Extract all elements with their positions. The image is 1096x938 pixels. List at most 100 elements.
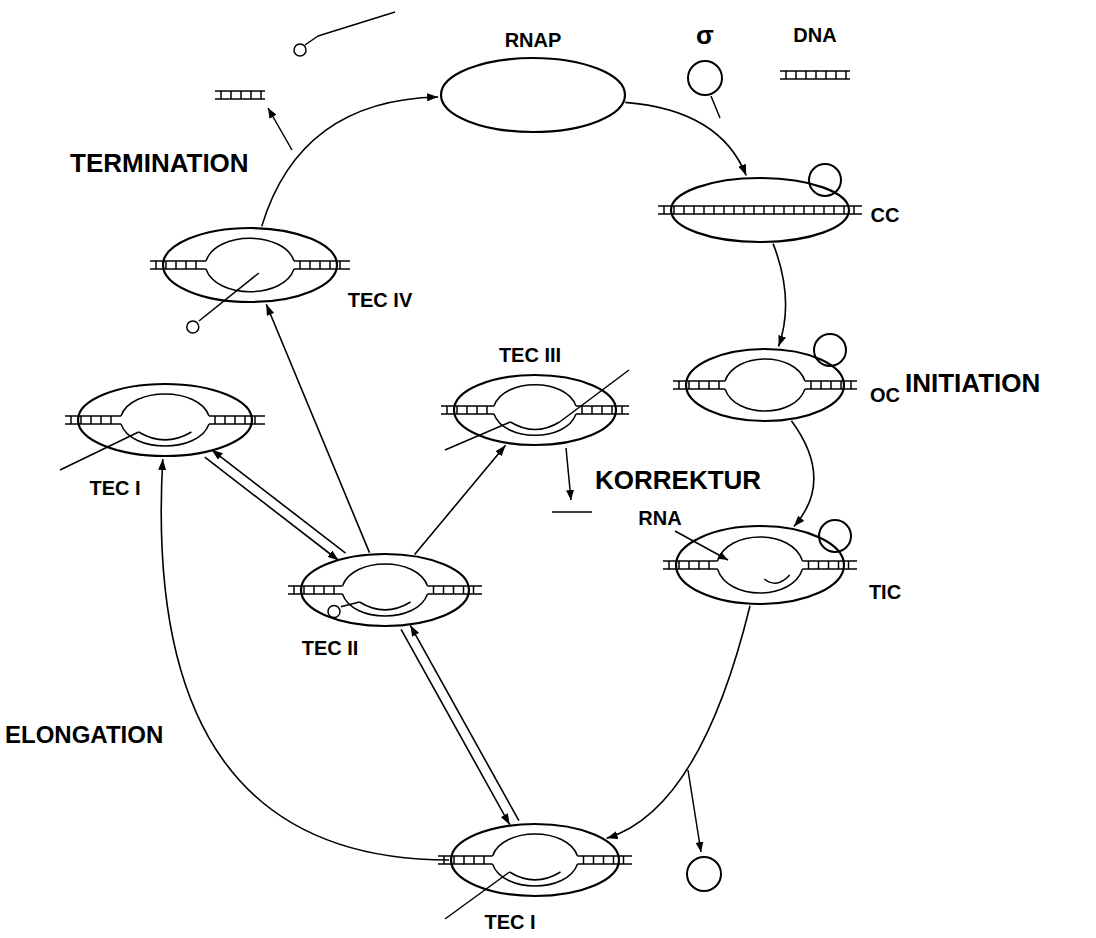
base-pair: [708, 381, 710, 389]
transition-arrow: [625, 102, 746, 175]
rna-transcript: [341, 602, 360, 607]
base-pair: [850, 381, 852, 389]
coding-strand: [121, 424, 209, 446]
dna-strand: [294, 268, 350, 270]
base-pair: [250, 91, 252, 99]
ellipse-outline: [670, 177, 850, 243]
base-pair: [808, 561, 810, 569]
base-pair: [611, 406, 613, 414]
base-pair: [473, 586, 475, 594]
base-pair: [185, 261, 187, 269]
template-strand: [206, 238, 294, 261]
rna-leader: [675, 531, 728, 560]
coding-strand: [725, 389, 805, 411]
base-pair: [333, 586, 335, 594]
base-pair: [663, 206, 665, 214]
base-pair: [473, 856, 475, 864]
base-pair: [583, 856, 585, 864]
sigma-release: [688, 770, 701, 852]
base-pair: [591, 406, 593, 414]
base-pair: [785, 71, 787, 79]
transition-arrow: [791, 421, 813, 527]
stage-label: INITIATION: [905, 369, 1040, 398]
ellipse-outline: [675, 525, 845, 605]
base-pair: [795, 71, 797, 79]
base-pair: [234, 416, 236, 424]
base-pair: [815, 71, 817, 79]
base-pair: [299, 261, 301, 269]
base-pair: [848, 561, 850, 569]
rna-transcript: [764, 575, 790, 583]
base-pair: [783, 206, 785, 214]
base-pair: [456, 406, 458, 414]
dna-strand: [658, 205, 862, 207]
base-pair: [825, 71, 827, 79]
base-pair: [224, 416, 226, 424]
base-pair: [476, 406, 478, 414]
complex-ellipse: TEC III: [453, 374, 617, 446]
transition-arrow: [410, 625, 519, 820]
complex-label: TEC I: [89, 477, 140, 499]
dna-strand: [209, 415, 265, 417]
base-pair: [80, 416, 82, 424]
base-pair: [443, 586, 445, 594]
transition-arrow: [161, 459, 449, 860]
dna-strand: [780, 78, 850, 80]
base-pair: [753, 206, 755, 214]
base-pair: [673, 206, 675, 214]
dna-strand: [658, 213, 862, 215]
base-pair: [621, 406, 623, 414]
base-pair: [601, 406, 603, 414]
base-pair: [303, 586, 305, 594]
template-strand: [718, 537, 803, 561]
transition-arrow: [401, 629, 510, 824]
base-pair: [623, 856, 625, 864]
dna-strand: [65, 423, 121, 425]
complex-label: TEC III: [499, 344, 561, 366]
stage-label: DNA: [793, 24, 836, 46]
dna-strand: [150, 268, 206, 270]
base-pair: [453, 856, 455, 864]
complex-ellipse: TIC: [675, 525, 845, 605]
base-pair: [708, 561, 710, 569]
release-arrow: [268, 108, 292, 150]
cleavage-arrow: [566, 448, 571, 500]
transition-arrow: [205, 457, 339, 560]
complex-ellipse: TEC IV: [162, 227, 338, 303]
transition-arrow: [266, 304, 369, 552]
base-pair: [678, 561, 680, 569]
template-strand: [343, 564, 428, 586]
dna-strand: [215, 90, 265, 92]
transition-arrow: [415, 445, 506, 554]
base-pair: [833, 206, 835, 214]
dna-strand: [209, 423, 265, 425]
base-pair: [323, 586, 325, 594]
base-pair: [688, 561, 690, 569]
base-pair: [244, 416, 246, 424]
transition-arrow: [262, 97, 438, 226]
base-pair: [830, 381, 832, 389]
base-pair: [214, 416, 216, 424]
base-pair: [743, 206, 745, 214]
base-pair: [773, 206, 775, 214]
base-pair: [260, 91, 262, 99]
base-pair: [843, 206, 845, 214]
template-strand: [494, 385, 576, 406]
rna-stem: [305, 36, 318, 45]
base-pair: [818, 561, 820, 569]
base-pair: [835, 71, 837, 79]
complex-label: CC: [871, 204, 900, 226]
base-pair: [820, 381, 822, 389]
complex-ellipse: TEC I: [77, 383, 253, 457]
rna-hybrid: [360, 602, 411, 610]
base-pair: [293, 586, 295, 594]
complex-label: RNAP: [505, 29, 562, 51]
base-pair: [581, 406, 583, 414]
base-pair: [803, 206, 805, 214]
dna-strand: [65, 415, 121, 417]
base-pair: [733, 206, 735, 214]
dna-strand: [780, 70, 850, 72]
